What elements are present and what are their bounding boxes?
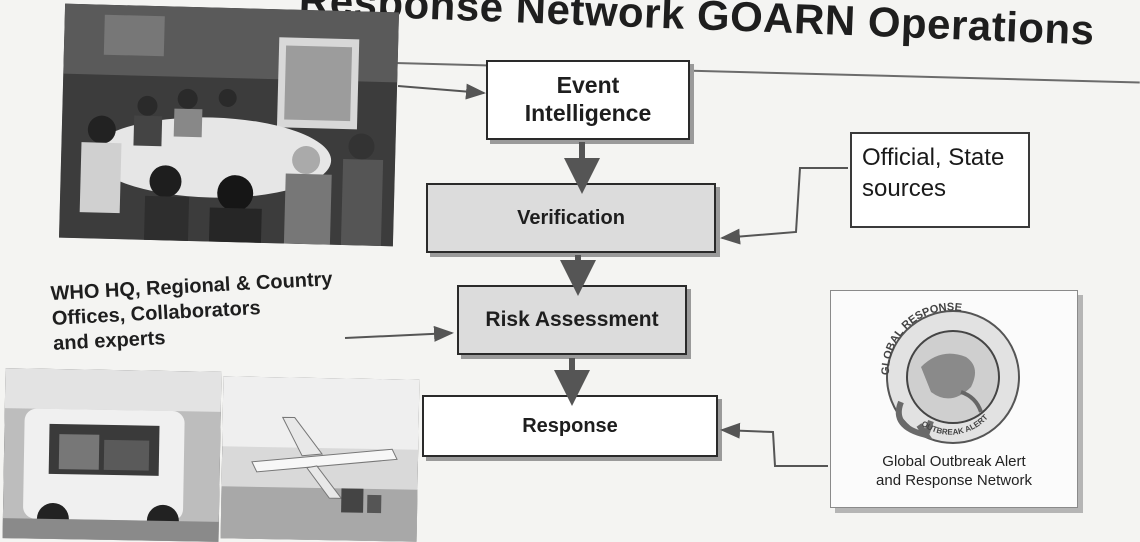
event-intelligence-box: Event Intelligence bbox=[486, 60, 690, 140]
field-vehicle-photo bbox=[2, 368, 222, 542]
risk-assessment-box: Risk Assessment bbox=[457, 285, 687, 355]
logo-caption-line2: and Response Network bbox=[876, 471, 1032, 489]
verification-label: Verification bbox=[517, 207, 625, 229]
goarn-globe-logo: GLOBAL RESPONSE OUTBREAK ALERT bbox=[880, 301, 1020, 444]
event-intelligence-line1: Event bbox=[556, 72, 620, 99]
arrow-goarn-to-response bbox=[720, 422, 828, 467]
event-intelligence-line2: Intelligence bbox=[524, 100, 652, 126]
risk-assessment-label: Risk Assessment bbox=[485, 308, 659, 332]
goarn-logo-caption: Global Outbreak Alert and Response Netwo… bbox=[831, 453, 1077, 491]
response-label: Response bbox=[522, 415, 618, 437]
logo-caption-line1: Global Outbreak Alert bbox=[882, 453, 1026, 470]
goarn-logo-box: GLOBAL RESPONSE OUTBREAK ALERT Global Ou… bbox=[830, 290, 1078, 508]
arrow-photo-to-event bbox=[397, 83, 486, 100]
arrow-who-to-risk bbox=[344, 325, 454, 342]
arrow-official-to-verification bbox=[720, 167, 848, 245]
aircraft-photo bbox=[220, 376, 420, 542]
meeting-room-photo bbox=[58, 3, 400, 247]
official-sources-line2: sources bbox=[862, 175, 947, 203]
official-sources-line1: Official, State bbox=[862, 144, 1005, 171]
official-state-sources-box: Official, State sources bbox=[850, 132, 1030, 228]
